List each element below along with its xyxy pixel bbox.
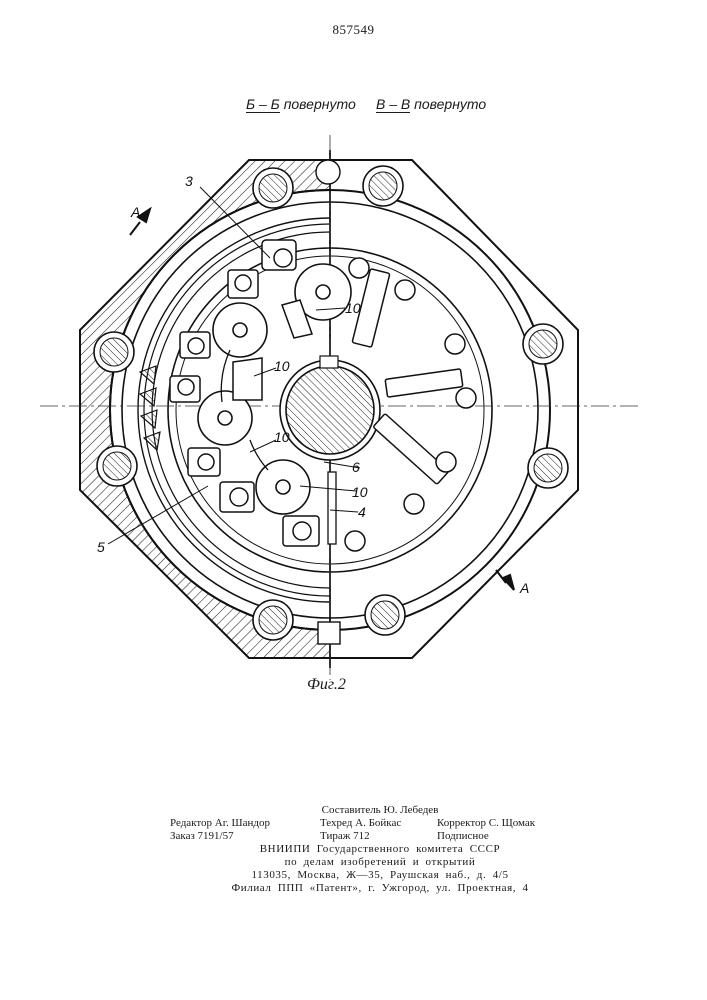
section-marker-a-bottom: [496, 570, 514, 590]
footer-techred: Техред А. Бойкас: [320, 817, 401, 829]
footer-corrector: Корректор С. Щомак: [437, 817, 535, 829]
callout-3: 3: [185, 173, 193, 189]
footer-circulation: Тираж 712: [320, 830, 370, 842]
callout-5: 5: [97, 539, 105, 555]
callout-10-a: 10: [345, 300, 361, 316]
footer-subscription: Подписное: [437, 830, 489, 842]
footer-address: 113035, Москва, Ж—35, Раушская наб., д. …: [170, 869, 590, 881]
callout-10-c: 10: [274, 429, 290, 445]
footer-editor: Редактор Аг. Шандор: [170, 817, 270, 829]
section-mark-a-bottom: A: [519, 580, 529, 596]
footer-org-line2: по делам изобретений и открытий: [170, 856, 590, 868]
callout-6: 6: [352, 459, 360, 475]
central-shaft: [280, 356, 380, 460]
ratchet-teeth: [140, 366, 160, 450]
callout-10-b: 10: [274, 358, 290, 374]
footer-order: Заказ 7191/57: [170, 830, 234, 842]
callout-10-d: 10: [352, 484, 368, 500]
technical-drawing: 3 10 10 10 10 6 4 5 A A: [0, 0, 707, 700]
footer-branch: Филиал ППП «Патент», г. Ужгород, ул. Про…: [170, 882, 590, 894]
section-mark-a-top: A: [130, 204, 140, 220]
footer-org-line1: ВНИИПИ Государственного комитета СССР: [170, 843, 590, 855]
callout-4: 4: [358, 504, 366, 520]
footer-compiler: Составитель Ю. Лебедев: [170, 804, 590, 816]
figure-caption: Фиг.2: [307, 676, 346, 694]
